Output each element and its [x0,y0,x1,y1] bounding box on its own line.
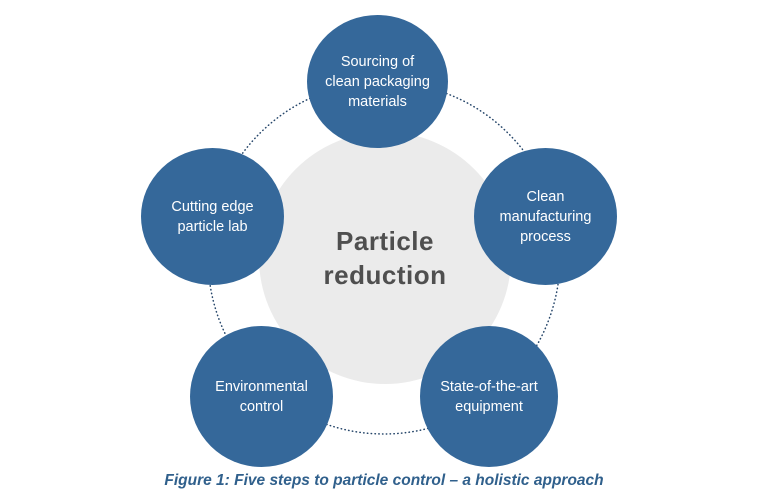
figure-caption: Figure 1: Five steps to particle control… [164,472,604,489]
center-label-line: reduction [323,260,447,290]
node-label-line: Environmental [215,378,308,395]
center-label-line: Particle [336,226,434,256]
node-label-line: Cutting edge [171,198,254,215]
node-clean-manufacturing-process: Clean manufacturing process [474,148,617,285]
node-cutting-edge-particle-lab: Cutting edge particle lab [141,148,284,285]
node-label-line: control [239,398,284,415]
node-state-of-the-art-equipment: State-of-the-art equipment [420,326,558,467]
node-label-line: manufacturing [499,208,592,225]
node-label-line: particle lab [177,218,248,235]
node-label-line: materials [348,93,407,110]
node-label-line: clean packaging [325,73,430,90]
node-environmental-control: Environmental control [190,326,333,467]
node-sourcing-clean-packaging: Sourcing of clean packaging materials [307,15,448,148]
node-label-line: State-of-the-art [440,378,538,395]
node-label-line: Sourcing of [340,53,415,70]
center-label: Particle reduction [324,224,447,292]
node-label-line: Clean [526,188,565,205]
node-label-line: process [520,228,571,245]
node-label-line: equipment [455,398,523,415]
